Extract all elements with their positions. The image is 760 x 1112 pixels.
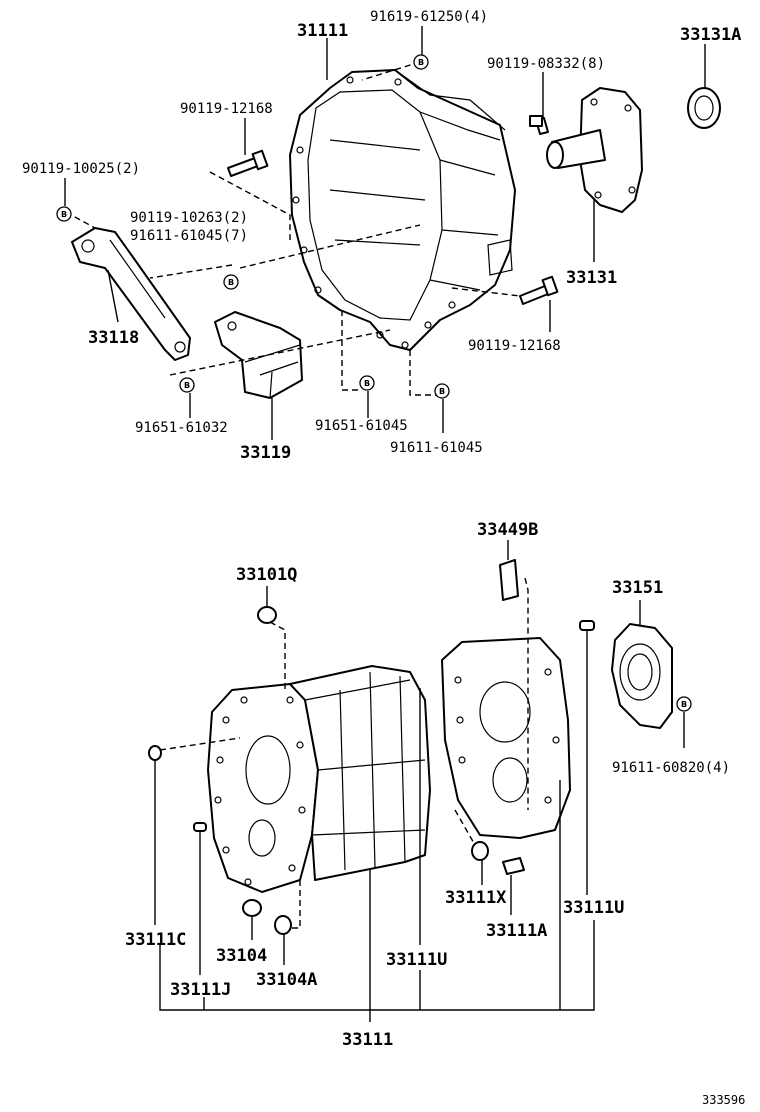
label-33449B: 33449B — [477, 520, 538, 540]
bracket-33119-drawing — [214, 311, 303, 399]
solid-leaders-top — [64, 26, 706, 440]
bell-housing-drawing — [289, 69, 516, 351]
svg-text:B: B — [228, 278, 234, 287]
label-33111-bottom: 33111 — [342, 1030, 393, 1050]
label-33101Q: 33101Q — [236, 565, 297, 585]
badges-top: B B B B B B — [56, 54, 450, 399]
label-33111J: 33111J — [170, 980, 231, 1000]
label-33119: 33119 — [240, 443, 291, 463]
bracket-33118-drawing — [71, 227, 191, 361]
svg-text:B: B — [61, 210, 67, 219]
bearing-retainer-drawing — [546, 87, 643, 213]
label-91619-61250: 91619-61250(4) — [370, 9, 488, 25]
label-90119-10025: 90119-10025(2) — [22, 161, 140, 177]
label-33111C: 33111C — [125, 930, 186, 950]
dashed-leaders-top — [65, 61, 521, 396]
solid-leaders-bottom — [154, 540, 685, 1022]
label-33151: 33151 — [612, 578, 663, 598]
label-33111A: 33111A — [486, 921, 547, 941]
label-33131A: 33131A — [680, 25, 741, 45]
label-91611-61045-7: 91611-61045(7) — [130, 228, 248, 244]
bolt-drawings-top — [227, 115, 559, 305]
svg-text:B: B — [364, 379, 370, 388]
label-91651-61032: 91651-61032 — [135, 420, 228, 436]
dashed-leaders-bottom — [159, 577, 529, 929]
svg-text:B: B — [439, 387, 445, 396]
label-31111-top: 31111 — [297, 21, 348, 41]
label-33111X: 33111X — [445, 888, 507, 908]
label-33104: 33104 — [216, 946, 267, 966]
transmission-case-drawing — [207, 665, 431, 893]
oil-seal-drawing — [687, 87, 721, 129]
cover-33151-drawing — [611, 623, 673, 729]
diagram-reference-number: 333596 — [702, 1093, 745, 1107]
label-91611-61045: 91611-61045 — [390, 440, 483, 456]
intermediate-plate-drawing — [441, 637, 571, 839]
label-90119-12168-mid: 90119-12168 — [468, 338, 561, 354]
label-90119-08332: 90119-08332(8) — [487, 56, 605, 72]
svg-text:B: B — [681, 700, 687, 709]
label-33104A: 33104A — [256, 970, 317, 990]
label-33111U-center: 33111U — [386, 950, 447, 970]
label-33111U-right: 33111U — [563, 898, 624, 918]
label-90119-12168-top: 90119-12168 — [180, 101, 273, 117]
label-91651-61045: 91651-61045 — [315, 418, 408, 434]
badges-bottom: B — [676, 696, 692, 712]
svg-text:B: B — [184, 381, 190, 390]
svg-text:B: B — [418, 58, 424, 67]
label-33131: 33131 — [566, 268, 617, 288]
label-33118: 33118 — [88, 328, 139, 348]
label-91611-60820: 91611-60820(4) — [612, 760, 730, 776]
label-90119-10263: 90119-10263(2) — [130, 210, 248, 226]
